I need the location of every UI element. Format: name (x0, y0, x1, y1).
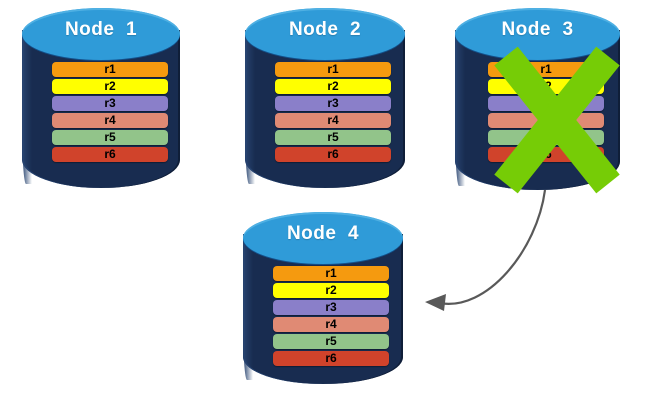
record-bar-r1: r1 (273, 266, 389, 281)
record-bar-r4: r4 (275, 113, 391, 128)
record-bar-r3: r3 (273, 300, 389, 315)
record-bar-r1: r1 (488, 62, 604, 77)
record-bar-r5: r5 (275, 130, 391, 145)
node-title-label: Node 2 (288, 19, 362, 40)
arrow-head-icon (425, 294, 446, 311)
record-list: r1 r2 r3 r4 r5 r6 (488, 62, 604, 162)
database-node-1[interactable]: Node 1 r1 r2 r3 r4 r5 r6 (22, 8, 180, 188)
record-bar-r2: r2 (52, 79, 168, 94)
record-list: r1 r2 r3 r4 r5 r6 (52, 62, 168, 162)
record-bar-r5: r5 (52, 130, 168, 145)
record-bar-r2: r2 (275, 79, 391, 94)
node-title-label: Node 1 (64, 19, 138, 40)
record-bar-r6: r6 (273, 351, 389, 366)
record-bar-r4: r4 (52, 113, 168, 128)
record-bar-r4: r4 (488, 113, 604, 128)
database-node-4[interactable]: Node 4 r1 r2 r3 r4 r5 r6 (243, 212, 403, 384)
database-node-3[interactable]: Node 3 r1 r2 r3 r4 r5 r6 (455, 8, 620, 190)
record-bar-r3: r3 (275, 96, 391, 111)
record-bar-r6: r6 (52, 147, 168, 162)
record-bar-r6: r6 (275, 147, 391, 162)
record-bar-r1: r1 (52, 62, 168, 77)
record-bar-r5: r5 (273, 334, 389, 349)
record-bar-r2: r2 (273, 283, 389, 298)
record-bar-r6: r6 (488, 147, 604, 162)
record-bar-r2: r2 (488, 79, 604, 94)
node-title-label: Node 3 (501, 19, 574, 40)
record-bar-r5: r5 (488, 130, 604, 145)
record-bar-r3: r3 (488, 96, 604, 111)
record-bar-r1: r1 (275, 62, 391, 77)
record-bar-r3: r3 (52, 96, 168, 111)
database-node-2[interactable]: Node 2 r1 r2 r3 r4 r5 r6 (245, 8, 405, 188)
cylinder-top-ellipse (245, 8, 405, 60)
record-list: r1 r2 r3 r4 r5 r6 (275, 62, 391, 162)
arrow-curve (438, 189, 547, 305)
node-title-label: Node 4 (286, 223, 360, 244)
record-bar-r4: r4 (273, 317, 389, 332)
cylinder-top-ellipse (22, 8, 180, 60)
record-list: r1 r2 r3 r4 r5 r6 (273, 266, 389, 366)
cylinder-top-ellipse (243, 212, 403, 264)
